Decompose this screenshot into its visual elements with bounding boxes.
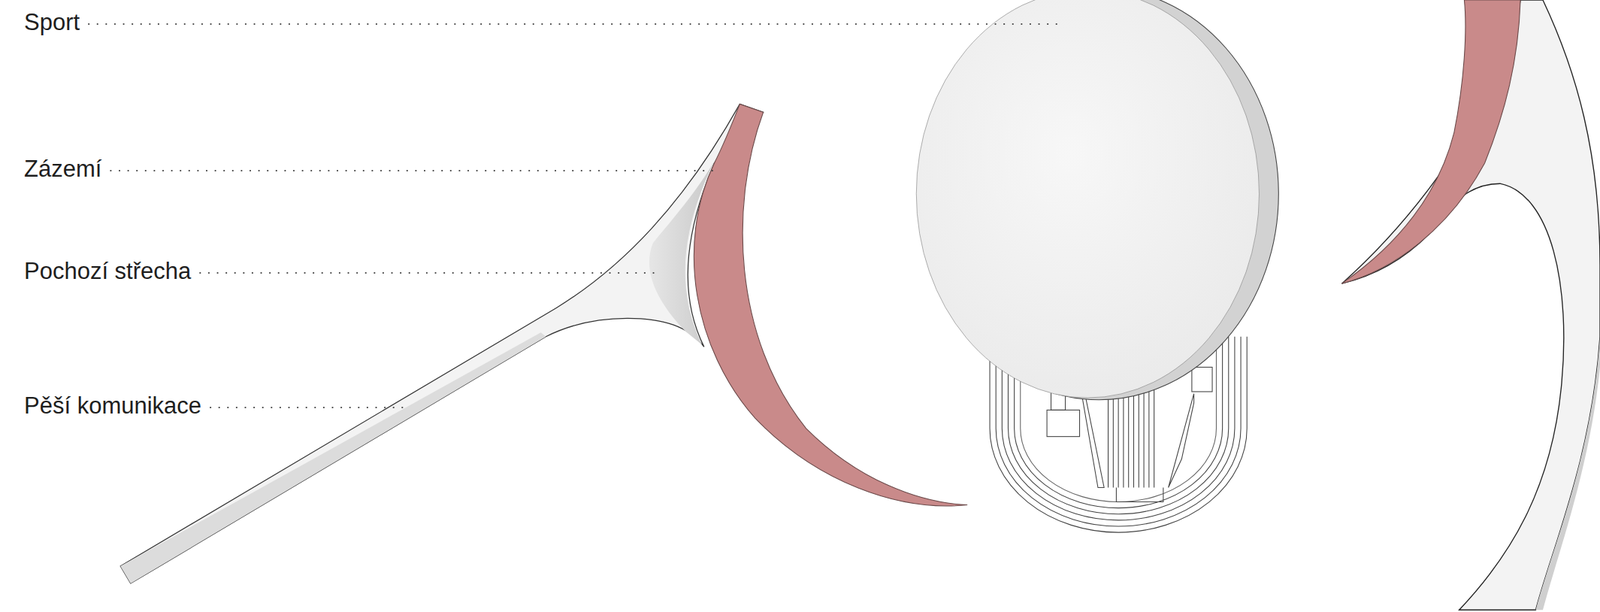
right-structure xyxy=(1341,0,1600,610)
field-stripe xyxy=(1113,387,1114,488)
leader-dots xyxy=(110,169,720,172)
field-stripe xyxy=(1118,387,1120,488)
walkway-ramp xyxy=(120,103,763,584)
ramp-side xyxy=(120,332,546,584)
right-shell xyxy=(1341,0,1600,610)
field-stripe xyxy=(1143,387,1145,488)
right-shell-side xyxy=(1535,336,1600,611)
field-stripe xyxy=(1138,387,1140,488)
right-crescent xyxy=(1341,0,1521,284)
layer-label: Pochozí střecha xyxy=(22,257,193,285)
walkway-structure xyxy=(120,103,968,584)
sports-disc xyxy=(916,0,1279,400)
field-stripe xyxy=(1133,387,1135,488)
field-stripe xyxy=(1153,387,1155,488)
leader-dots xyxy=(210,406,406,409)
field-stripe xyxy=(1122,387,1124,488)
layer-label: Sport xyxy=(22,8,82,37)
field-stripe xyxy=(1148,387,1150,488)
leader-dots xyxy=(199,272,659,274)
leader-dots xyxy=(88,23,1062,25)
layer-label: Zázemí xyxy=(22,154,103,183)
field-stripe xyxy=(1128,387,1129,488)
layer-label: Pěší komunikace xyxy=(22,391,203,420)
field-stripe xyxy=(1107,387,1109,488)
